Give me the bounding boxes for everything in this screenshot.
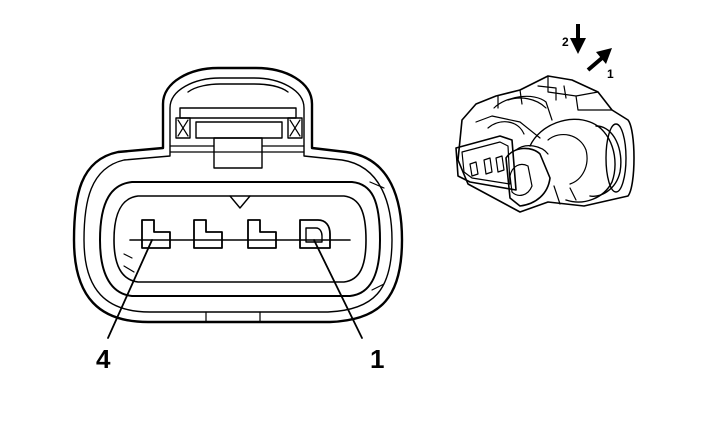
housing-outer-outline bbox=[72, 66, 404, 324]
terminal-cavity bbox=[299, 219, 331, 249]
cavity-opening bbox=[113, 195, 367, 283]
arrow-down-icon bbox=[570, 24, 586, 54]
connector-front-view: 4 1 bbox=[72, 66, 404, 374]
housing-inner-outline bbox=[83, 77, 393, 313]
arrow-label-1: 1 bbox=[607, 67, 614, 81]
seal-outline bbox=[99, 181, 381, 297]
leader-line-pin-1 bbox=[313, 239, 363, 339]
terminal-cavity bbox=[193, 219, 223, 249]
locking-latch bbox=[169, 83, 305, 169]
terminal-cavity bbox=[247, 219, 277, 249]
mating-face bbox=[455, 135, 551, 207]
pin-label-1: 1 bbox=[370, 344, 384, 374]
arrow-diagonal-icon bbox=[586, 48, 612, 72]
arrow-label-2: 2 bbox=[562, 35, 569, 49]
pin-label-4: 4 bbox=[96, 344, 111, 374]
terminal-cavity bbox=[141, 219, 171, 249]
connector-body bbox=[457, 75, 635, 213]
leader-line-pin-4 bbox=[107, 239, 153, 339]
connector-iso-view: 2 1 bbox=[455, 24, 635, 213]
